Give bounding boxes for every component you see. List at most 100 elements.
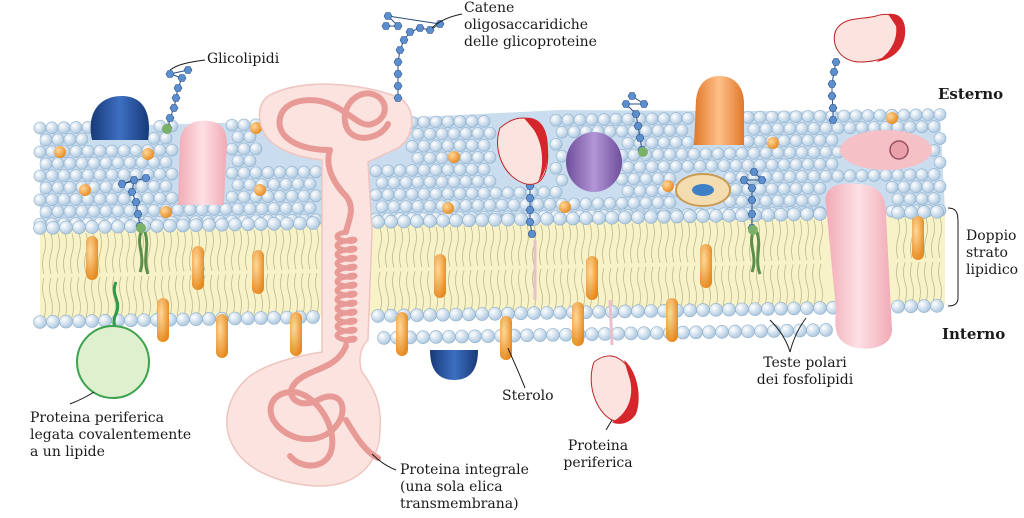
polar-head bbox=[675, 148, 689, 161]
lipid-tail bbox=[931, 261, 935, 303]
polar-head bbox=[285, 165, 299, 179]
glycolipid-chain-left-sugar bbox=[177, 74, 187, 82]
lipid-tail bbox=[483, 225, 487, 267]
polar-head bbox=[597, 113, 611, 126]
polar-head bbox=[471, 199, 485, 212]
lipid-tail bbox=[938, 217, 942, 258]
polar-head-inner-low bbox=[728, 324, 742, 339]
polar-head bbox=[429, 187, 443, 201]
glycolipid-chain-mid-sugar bbox=[129, 176, 139, 184]
polar-head bbox=[99, 204, 113, 218]
glycolipid-chain-right-sugar bbox=[635, 134, 645, 142]
lipid-tail bbox=[406, 227, 410, 268]
polar-head bbox=[927, 168, 941, 181]
polar-head bbox=[549, 161, 563, 175]
lipid-tail bbox=[189, 231, 193, 272]
label-esterno: Esterno bbox=[938, 85, 1004, 103]
lipid-tail bbox=[763, 220, 767, 262]
polar-head bbox=[45, 193, 59, 207]
polar-head bbox=[681, 135, 695, 149]
polar-head bbox=[453, 115, 467, 128]
glycolipid-chain-far-right-sugar bbox=[757, 176, 767, 184]
polar-head bbox=[285, 189, 299, 203]
lipid-tail bbox=[105, 276, 109, 317]
polar-head bbox=[771, 122, 785, 136]
polar-head bbox=[435, 151, 449, 165]
lipid-tail bbox=[784, 264, 788, 305]
polar-head bbox=[669, 160, 683, 173]
polar-head bbox=[657, 112, 671, 125]
lipid-tail bbox=[938, 261, 942, 302]
polar-head-inner bbox=[72, 314, 86, 329]
lipid-tail bbox=[476, 270, 480, 311]
surface-sterol bbox=[160, 206, 172, 218]
lipid-tail bbox=[658, 266, 662, 307]
polar-head-inner bbox=[696, 303, 710, 317]
lipid-tail bbox=[777, 220, 781, 261]
polar-head bbox=[651, 172, 665, 186]
lipid-tail bbox=[273, 273, 277, 314]
polar-head bbox=[459, 151, 473, 164]
polar-head bbox=[657, 160, 671, 173]
polar-head bbox=[75, 157, 89, 170]
peripheral-protein-top-center-accent bbox=[524, 117, 548, 182]
polar-head bbox=[645, 160, 659, 174]
polar-head bbox=[165, 191, 179, 205]
polar-head bbox=[807, 194, 821, 207]
lipid-tail bbox=[462, 226, 466, 267]
polar-head bbox=[783, 146, 797, 160]
polar-head-inner bbox=[384, 308, 398, 323]
lipid-tail bbox=[49, 277, 53, 318]
polar-head bbox=[933, 108, 947, 121]
polar-head bbox=[309, 189, 323, 203]
lipid-tail bbox=[511, 225, 515, 266]
glycoprotein-chain-sugar bbox=[393, 94, 403, 102]
lipid-tail bbox=[504, 269, 508, 310]
polar-head-front bbox=[930, 205, 944, 219]
glycolipid-chain-right-sugar bbox=[627, 92, 637, 100]
polar-head-inner-low bbox=[585, 327, 599, 341]
polar-head-inner bbox=[449, 307, 463, 322]
glycolipid-chain-mid-sugar bbox=[117, 180, 127, 188]
polar-head bbox=[51, 133, 65, 147]
polar-head-front bbox=[579, 211, 593, 225]
glycolipid-chain-far-right-sugar bbox=[747, 184, 757, 192]
polar-head bbox=[903, 192, 917, 206]
lipid-tail bbox=[147, 231, 151, 273]
polar-head bbox=[303, 201, 317, 215]
polar-head bbox=[291, 177, 305, 191]
polar-head bbox=[681, 111, 695, 125]
polar-head bbox=[237, 190, 251, 204]
lipid-tail bbox=[175, 275, 179, 316]
lipid-tail bbox=[378, 271, 382, 312]
lipid-tail bbox=[644, 222, 648, 264]
polar-head bbox=[279, 178, 293, 191]
lipid-tail bbox=[497, 269, 501, 310]
lipid-tail bbox=[399, 271, 403, 312]
polar-head bbox=[615, 196, 629, 210]
polar-head bbox=[423, 127, 437, 141]
polar-head-inner bbox=[774, 301, 788, 316]
polar-head bbox=[417, 163, 431, 177]
peripheral-protein-bottom-accent bbox=[612, 360, 639, 424]
lipid-tail bbox=[308, 229, 312, 270]
polar-head bbox=[405, 140, 419, 153]
integral-protein-tail-loop bbox=[325, 147, 354, 235]
lipid-tail bbox=[462, 270, 466, 311]
lipid-tail bbox=[637, 223, 641, 264]
label-sterolo: Sterolo bbox=[502, 388, 554, 404]
polar-head bbox=[933, 180, 947, 193]
polar-head bbox=[105, 144, 119, 158]
polar-head-front bbox=[189, 218, 203, 232]
polar-head bbox=[87, 204, 101, 218]
polar-head-front bbox=[618, 210, 632, 225]
polar-head bbox=[39, 157, 53, 171]
polar-head-inner bbox=[735, 302, 749, 317]
glycolipid-chain-far-right-sugar bbox=[747, 196, 757, 204]
polar-head bbox=[465, 115, 479, 128]
polar-head-inner bbox=[800, 301, 814, 315]
lipid-tail bbox=[518, 225, 522, 266]
polar-head-front bbox=[33, 221, 47, 235]
polar-head bbox=[663, 196, 677, 209]
